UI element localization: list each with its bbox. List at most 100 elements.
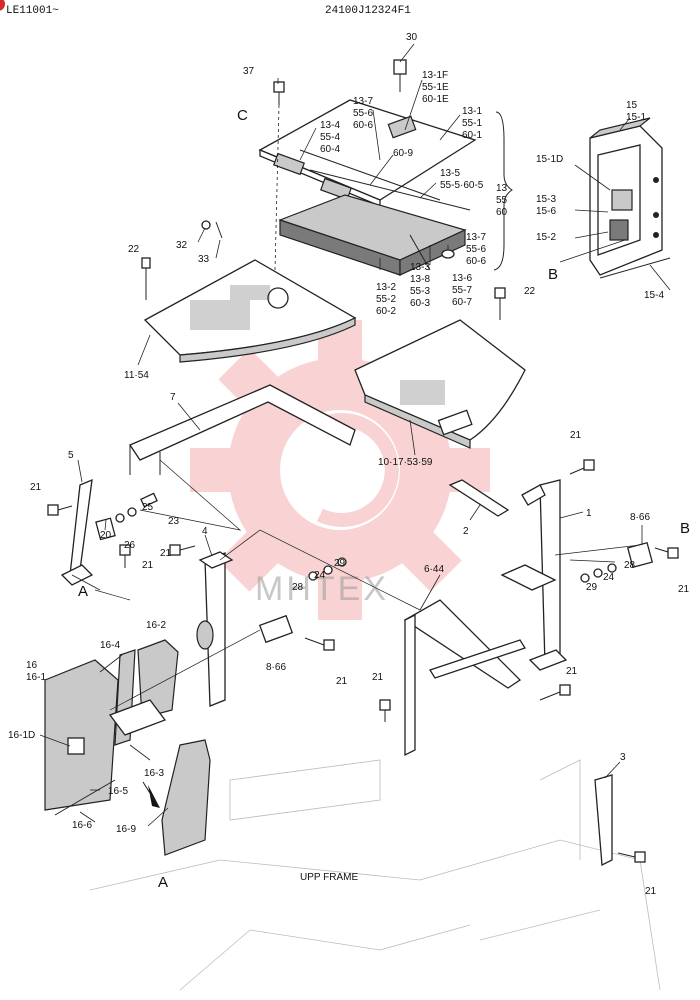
callout-label: 60 xyxy=(496,207,508,218)
floor-plate-right xyxy=(354,287,526,449)
pin-icon xyxy=(201,220,223,239)
callout-label: 60-7 xyxy=(452,297,472,308)
view-letter-b: B xyxy=(548,266,558,283)
callout-label: 60-1E xyxy=(422,94,449,105)
assembly-lines xyxy=(94,459,641,711)
callout-label: 60-6 xyxy=(353,120,373,131)
callout-label: 16-6 xyxy=(72,820,92,831)
callout-label: 15-1D xyxy=(536,154,563,165)
bracket-2 xyxy=(448,479,510,517)
callout-label: 13-1 xyxy=(462,106,482,117)
nut-icon xyxy=(441,249,455,259)
key-icon xyxy=(393,59,407,92)
callout-label: 13-8 xyxy=(410,274,430,285)
callout-label: 13-7 xyxy=(466,232,486,243)
callout-label: 16-1 xyxy=(26,672,46,683)
callout-label: 29 xyxy=(334,558,346,569)
callout-label: 21 xyxy=(566,666,578,677)
callout-label: 15-6 xyxy=(536,206,556,217)
bolt-icon xyxy=(273,81,285,271)
bolt-icon xyxy=(617,851,646,863)
callout-label: 37 xyxy=(243,66,255,77)
callout-label: 24 xyxy=(603,572,615,583)
callout-label: 60-4 xyxy=(320,144,340,155)
callout-label: 5 xyxy=(68,450,74,461)
callout-label: 8·66 xyxy=(266,662,286,673)
post-1 xyxy=(500,479,568,671)
callout-label: 21 xyxy=(142,560,154,571)
callout-label: 13-4 xyxy=(320,120,340,131)
callout-label: 15-2 xyxy=(536,232,556,243)
callout-label: 16 xyxy=(26,660,38,671)
callout-label: 16-1D xyxy=(8,730,35,741)
callout-label: 16-9 xyxy=(116,824,136,835)
callout-label: 13-2 xyxy=(376,282,396,293)
callout-label: 55-6 xyxy=(353,108,373,119)
arrow-icon xyxy=(148,785,160,808)
callout-label: 60-9 xyxy=(393,148,413,159)
drawing-code: 24100J12324F1 xyxy=(325,5,411,17)
callout-label: 13 xyxy=(496,183,508,194)
leader-lines xyxy=(39,43,671,827)
seat-plate xyxy=(258,99,477,211)
callout-label: 20 xyxy=(100,530,112,541)
callout-label: 55-1E xyxy=(422,82,449,93)
callout-label: 3 xyxy=(620,752,626,763)
callout-label: 23 xyxy=(168,516,180,527)
callout-label: 21 xyxy=(336,676,348,687)
callout-label: 15-3 xyxy=(536,194,556,205)
callout-label: 32 xyxy=(176,240,188,251)
callout-label: 26 xyxy=(124,540,136,551)
bolt-icon xyxy=(539,684,571,701)
washer-icon xyxy=(115,492,158,523)
callout-label: 13-6 xyxy=(452,273,472,284)
callout-label: 25 xyxy=(142,502,154,513)
callout-label: 7 xyxy=(170,392,176,403)
bolt-icon xyxy=(47,504,73,516)
callout-label: 8·66 xyxy=(630,512,650,523)
callout-label: 55-3 xyxy=(410,286,430,297)
view-letter-b: B xyxy=(680,520,690,537)
callout-label: 21 xyxy=(160,548,172,559)
cover-16-3 xyxy=(108,699,167,736)
callout-label: 11·54 xyxy=(124,370,149,381)
bolt-icon xyxy=(119,544,131,568)
callout-label: 60-3 xyxy=(410,298,430,309)
callout-label: 55-1 xyxy=(462,118,482,129)
view-letter-a: A xyxy=(78,583,88,600)
callout-label: 55-5·60-5 xyxy=(440,180,484,191)
callout-label: 15-1 xyxy=(626,112,646,123)
callout-label: 30 xyxy=(406,32,418,43)
washer-icon xyxy=(308,557,347,581)
callout-label: 13-1F xyxy=(422,70,448,81)
callout-label: 55-2 xyxy=(376,294,396,305)
seat-cushion xyxy=(278,194,467,276)
callout-label: 21 xyxy=(570,430,582,441)
bolt-icon xyxy=(169,544,196,556)
frame-6-44 xyxy=(403,599,526,757)
bolt-icon xyxy=(379,699,391,722)
callout-label: 28 xyxy=(624,560,636,571)
callout-label: 21 xyxy=(678,584,690,595)
callout-label: 60-1 xyxy=(462,130,482,141)
washer-icon xyxy=(580,563,617,583)
view-letter-c: C xyxy=(237,107,248,124)
callout-label: 21 xyxy=(30,482,42,493)
callout-label: 13-5 xyxy=(440,168,460,179)
serial-range: LE11001~ xyxy=(6,5,59,17)
callout-label: 29 xyxy=(586,582,598,593)
callout-label: 60-6 xyxy=(466,256,486,267)
callout-label: 55-7 xyxy=(452,285,472,296)
callout-label: 4 xyxy=(202,526,208,537)
callout-label: 16-5 xyxy=(108,786,128,797)
callout-label: 13-7 xyxy=(353,96,373,107)
floor-plate-left xyxy=(141,257,357,363)
callout-label: 10·17·53·59 xyxy=(378,457,433,468)
callout-label: 16-4 xyxy=(100,640,120,651)
callout-label: 55 xyxy=(496,195,508,206)
bolt-icon xyxy=(654,547,679,559)
bolt-icon xyxy=(569,459,595,475)
callout-label: 55-6 xyxy=(466,244,486,255)
callout-label: 33 xyxy=(198,254,210,265)
